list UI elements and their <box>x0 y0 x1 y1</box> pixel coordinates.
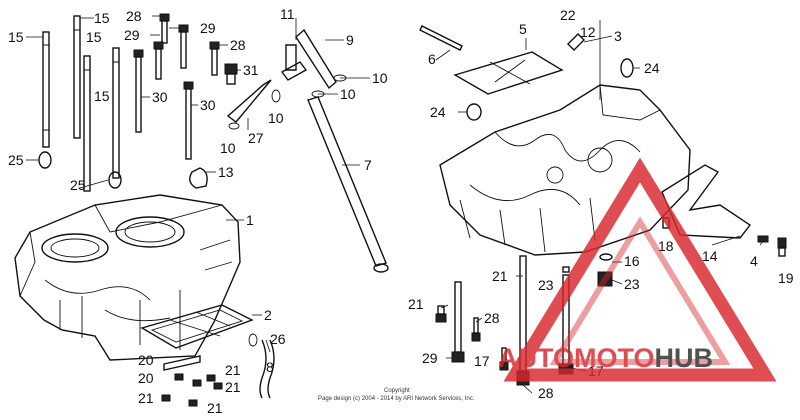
callout: 4 <box>750 253 758 269</box>
callout: 29 <box>200 20 216 36</box>
callout: 28 <box>126 8 142 24</box>
callout: 10 <box>372 70 388 86</box>
leader-lines <box>26 15 787 394</box>
callout: 21 <box>225 362 241 378</box>
callout: 26 <box>270 331 286 347</box>
callout: 18 <box>658 238 674 254</box>
dowel-pin-25b <box>108 171 122 189</box>
callout: 19 <box>778 270 794 286</box>
fasteners-right <box>562 217 787 287</box>
callout: 24 <box>644 60 660 76</box>
callout: 21 <box>138 390 154 406</box>
small-bolts-20-21 <box>161 355 223 407</box>
collar-24a <box>620 58 634 78</box>
stud-bolts-15 <box>42 15 120 192</box>
callout: 23 <box>538 277 554 293</box>
pin-22 <box>567 33 585 51</box>
callout: 12 <box>580 24 596 40</box>
callout: 30 <box>152 89 168 105</box>
callout: 11 <box>280 6 295 22</box>
callout: 3 <box>614 28 622 44</box>
bolts-upper-left <box>133 13 238 160</box>
callout: 14 <box>702 248 718 264</box>
callout: 5 <box>519 21 527 37</box>
cover-4 <box>661 164 752 239</box>
callout: 29 <box>124 27 140 43</box>
callout: 21 <box>225 379 241 395</box>
callout: 21 <box>492 268 508 284</box>
copyright-notice: Copyright Page design (c) 2004 - 2014 by… <box>318 388 475 402</box>
copyright-line-1: Copyright <box>384 388 410 394</box>
callout: 16 <box>624 253 640 269</box>
callout: 23 <box>624 276 640 292</box>
callout: 7 <box>364 157 372 173</box>
callout: 21 <box>408 296 424 312</box>
oil-strainer-5 <box>453 51 564 95</box>
callout: 31 <box>243 62 259 78</box>
collar-24b <box>466 103 482 121</box>
callout: 2 <box>264 307 272 323</box>
watermark-text: AUTOMOTOHUB <box>498 343 713 373</box>
callout: 15 <box>94 10 110 26</box>
lower-crankcase-drawing <box>439 84 691 256</box>
callout: 10 <box>220 140 236 156</box>
callout: 28 <box>230 37 246 53</box>
callout: 30 <box>200 97 216 113</box>
callout: 9 <box>346 32 354 48</box>
callout: 20 <box>138 352 154 368</box>
upper-crankcase-drawing <box>14 194 241 361</box>
callout: 21 <box>207 400 223 416</box>
callout: 25 <box>8 152 24 168</box>
callout: 25 <box>70 177 86 193</box>
callout: 6 <box>428 51 436 67</box>
callout: 15 <box>8 29 24 45</box>
callout: 17 <box>474 353 490 369</box>
dowel-pin-25a <box>38 151 52 169</box>
copyright-line-2: Page design (c) 2004 - 2014 by ARI Netwo… <box>318 396 475 402</box>
callout: 1 <box>246 212 254 228</box>
callout: 15 <box>94 88 110 104</box>
clamp-13 <box>189 167 208 189</box>
callout: 10 <box>340 86 356 102</box>
callout-labels: 15 15 28 29 15 29 28 15 30 30 31 25 25 1… <box>8 6 794 416</box>
callout: 10 <box>268 110 284 126</box>
callout: 13 <box>218 164 234 180</box>
oil-pan-2 <box>140 304 275 399</box>
callout: 29 <box>422 350 438 366</box>
callout: 15 <box>86 29 102 45</box>
callout: 28 <box>538 385 554 401</box>
strainer-mesh <box>489 59 531 85</box>
rod-6 <box>419 25 463 51</box>
callout: 28 <box>484 310 500 326</box>
callout: 27 <box>248 130 264 146</box>
callout: 20 <box>138 370 154 386</box>
automotohub-watermark: AUTOMOTOHUB <box>498 157 777 382</box>
callout: 22 <box>560 7 576 23</box>
callout: 24 <box>430 104 446 120</box>
callout: 8 <box>266 359 274 375</box>
